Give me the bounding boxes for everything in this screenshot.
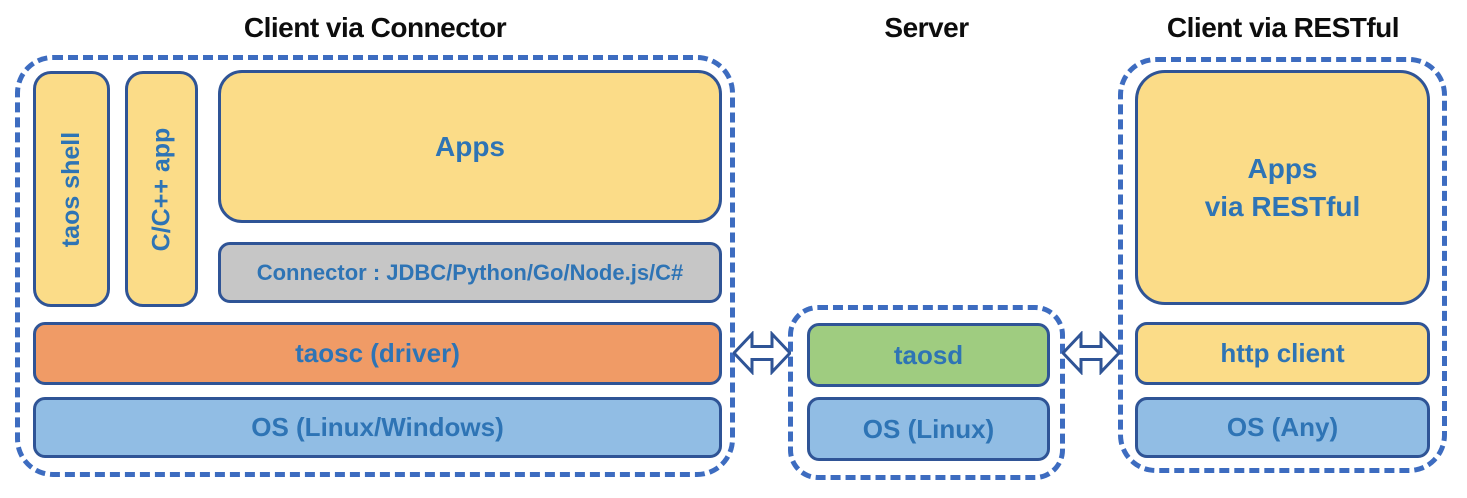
taosd-box: taosd	[807, 323, 1050, 387]
taosc-driver-box: taosc (driver)	[33, 322, 722, 385]
section-title-client-restful: Client via RESTful	[1166, 12, 1400, 43]
os-any-box: OS (Any)	[1135, 397, 1430, 458]
os-linux-windows-box: OS (Linux/Windows)	[33, 397, 722, 458]
apps-via-restful-label: Apps via RESTful	[1205, 150, 1361, 226]
taosc-driver-label: taosc (driver)	[295, 338, 460, 368]
taosd-label: taosd	[893, 339, 964, 370]
cpp-app-box: C/C++ app	[125, 71, 198, 307]
apps-via-restful-line2: via RESTful	[1204, 190, 1361, 222]
section-title-client-connector: Client via Connector	[243, 12, 507, 43]
http-client-box: http client	[1135, 322, 1430, 385]
double-arrow-right-icon	[1062, 331, 1120, 375]
os-any-label: OS (Any)	[1226, 412, 1339, 442]
os-linux-windows-label: OS (Linux/Windows)	[251, 412, 504, 442]
http-client-label: http client	[1220, 338, 1345, 368]
client-connector-group-outline	[15, 55, 735, 477]
apps-via-restful-box: Apps via RESTful	[1135, 70, 1430, 305]
apps-label: Apps	[435, 130, 505, 162]
connector-label: Connector : JDBC/Python/Go/Node.js/C#	[256, 259, 684, 285]
apps-box: Apps	[218, 70, 722, 223]
double-arrow-left-icon	[733, 331, 791, 375]
connector-box: Connector : JDBC/Python/Go/Node.js/C#	[218, 242, 722, 303]
taos-shell-label: taos shell	[57, 131, 86, 247]
cpp-app-label: C/C++ app	[147, 127, 175, 251]
server-group-outline	[788, 305, 1065, 480]
client-restful-group-outline	[1118, 57, 1447, 473]
os-linux-label: OS (Linux)	[862, 413, 995, 444]
taos-shell-box: taos shell	[33, 71, 110, 307]
section-title-server: Server	[884, 12, 969, 43]
apps-via-restful-line1: Apps	[1247, 152, 1318, 184]
os-linux-box: OS (Linux)	[807, 397, 1050, 461]
